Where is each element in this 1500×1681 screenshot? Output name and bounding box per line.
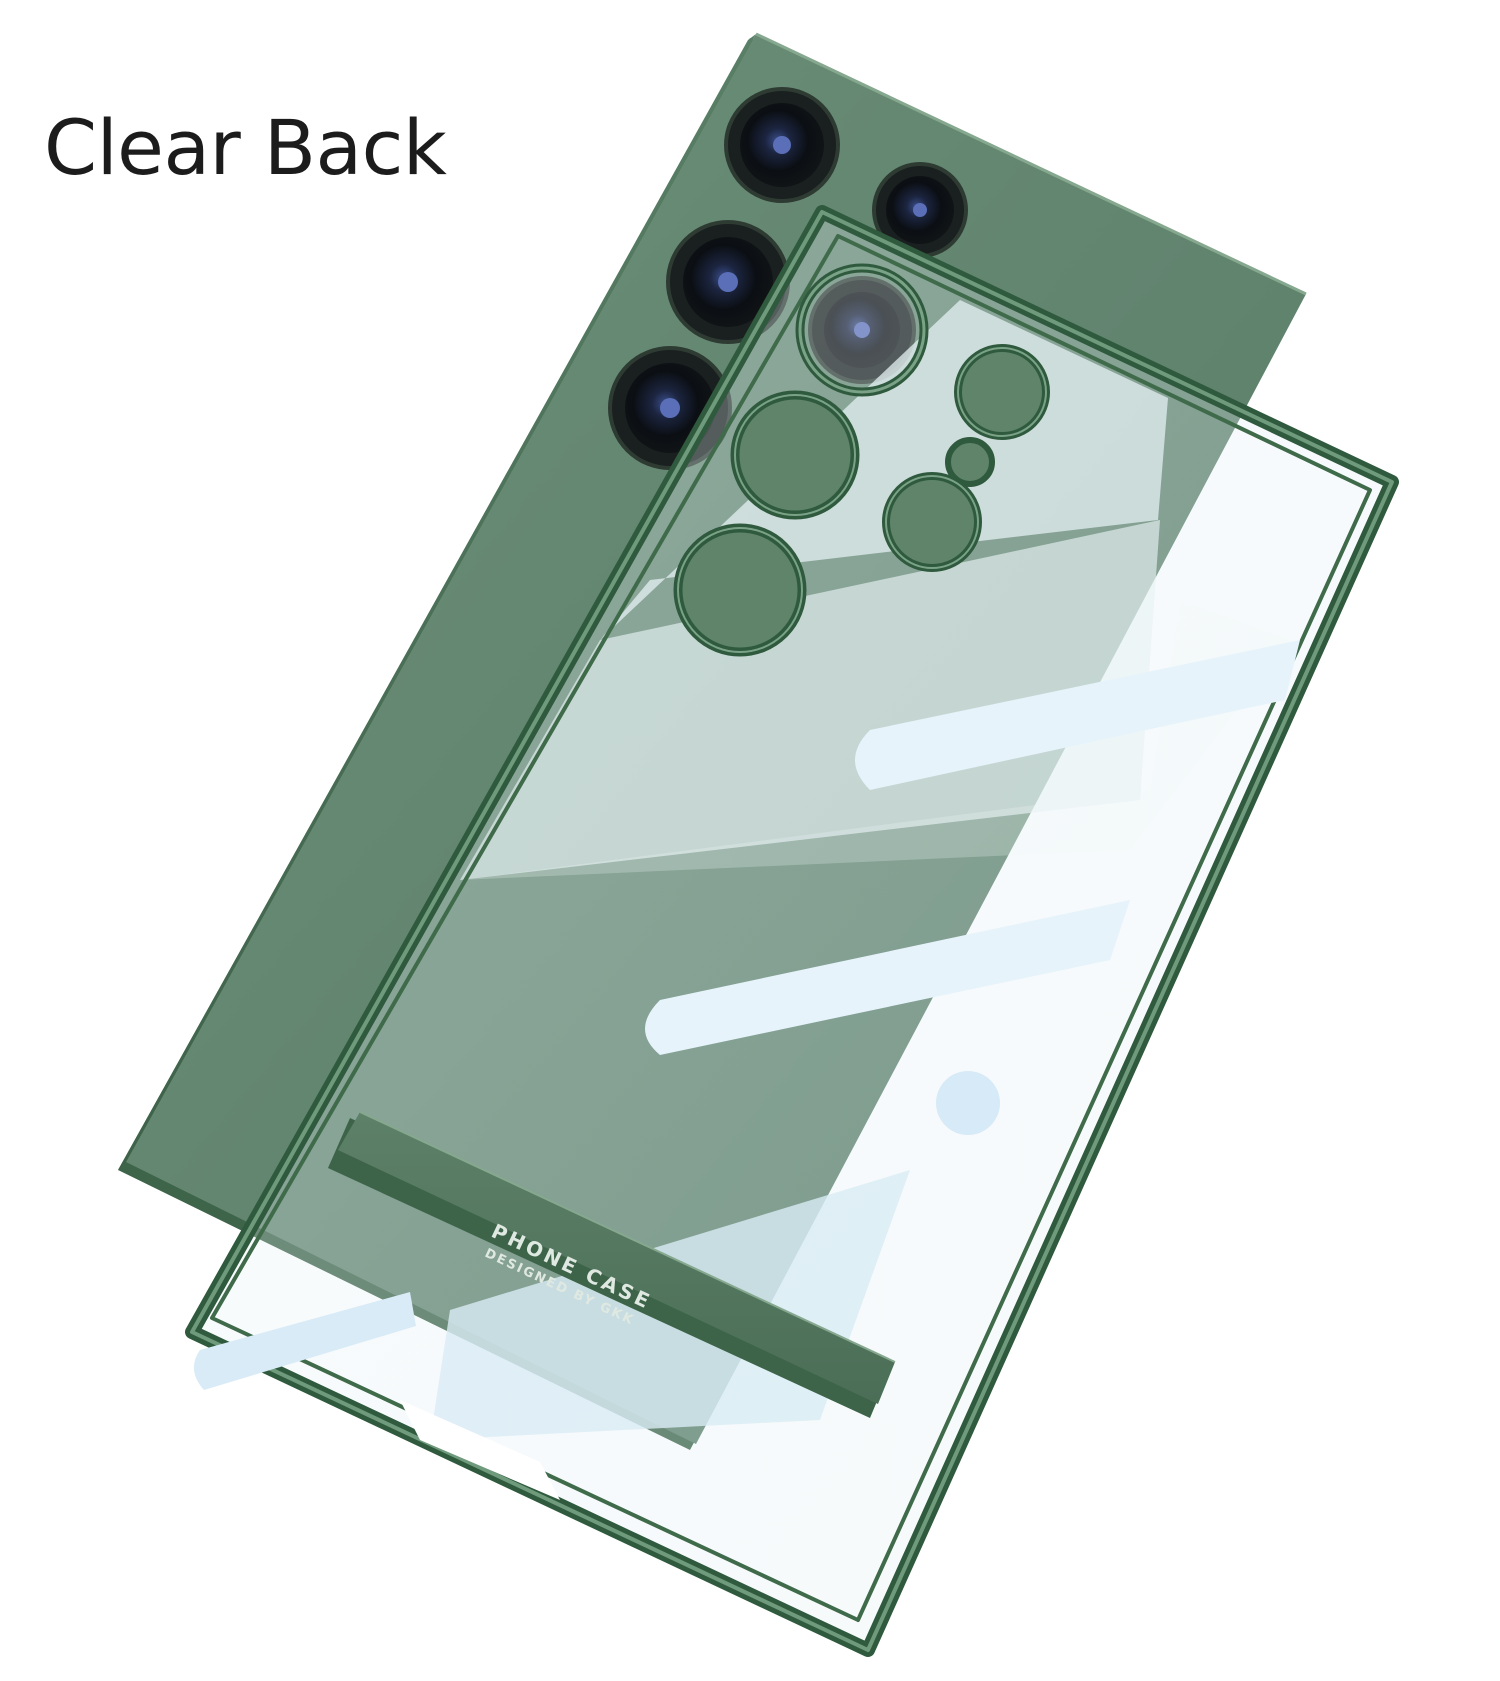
case-lens-ring <box>954 344 1050 440</box>
case-lens-ring <box>730 390 860 520</box>
case-lens-ring <box>882 472 982 572</box>
case-lens-ring <box>945 437 995 487</box>
camera-lens-icon <box>724 87 840 203</box>
camera-lens-icon <box>872 162 968 258</box>
light-streaks <box>193 640 1300 1390</box>
headline-text: Clear Back <box>44 103 447 192</box>
case-lens-ring <box>673 523 807 657</box>
case-frame <box>185 205 1399 1660</box>
case-camera-cutouts <box>673 263 1050 657</box>
